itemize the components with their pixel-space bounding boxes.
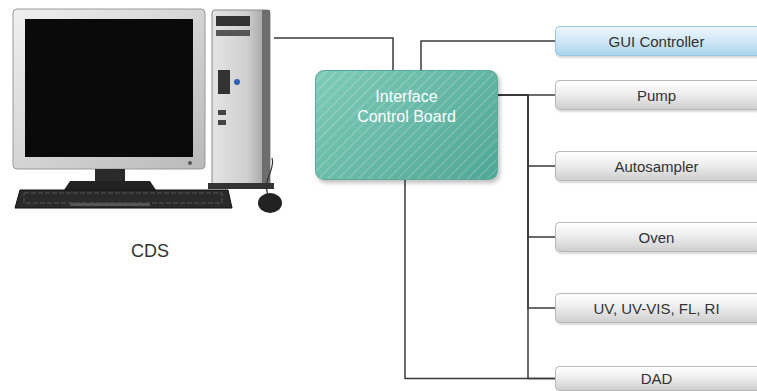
node-label: CDS	[8, 241, 292, 262]
computer-node: CDS	[8, 4, 292, 266]
computer-tower	[212, 10, 270, 186]
connector-line	[421, 41, 555, 70]
monitor-neck	[95, 169, 125, 181]
connector-line	[274, 38, 393, 70]
monitor-screen	[25, 19, 193, 157]
mouse	[258, 193, 282, 213]
node-label: GUI Controller	[609, 33, 705, 50]
keyboard	[15, 190, 232, 208]
module-box: Oven	[555, 222, 757, 252]
module-box: UV, UV-VIS, FL, RI	[555, 293, 757, 323]
monitor-base	[64, 181, 156, 190]
module-box: Pump	[555, 80, 757, 110]
node-label: Autosampler	[614, 158, 698, 175]
module-box: DAD	[555, 366, 757, 391]
node-label: UV, UV-VIS, FL, RI	[593, 300, 719, 317]
node-label: DAD	[641, 370, 673, 387]
connector-line	[498, 95, 555, 379]
node-label: Oven	[639, 229, 675, 246]
mouse-cable	[266, 158, 272, 196]
monitor-bezel	[13, 9, 205, 169]
connector-line	[405, 180, 555, 379]
connector-line	[498, 95, 555, 166]
connector-line	[498, 95, 555, 237]
interface-board: Interface Control Board	[315, 70, 498, 180]
node-label: Interface Control Board	[352, 87, 462, 127]
controller-box: GUI Controller	[555, 26, 757, 56]
connector-line	[498, 95, 555, 308]
node-label: Pump	[637, 87, 676, 104]
module-box: Autosampler	[555, 151, 757, 181]
